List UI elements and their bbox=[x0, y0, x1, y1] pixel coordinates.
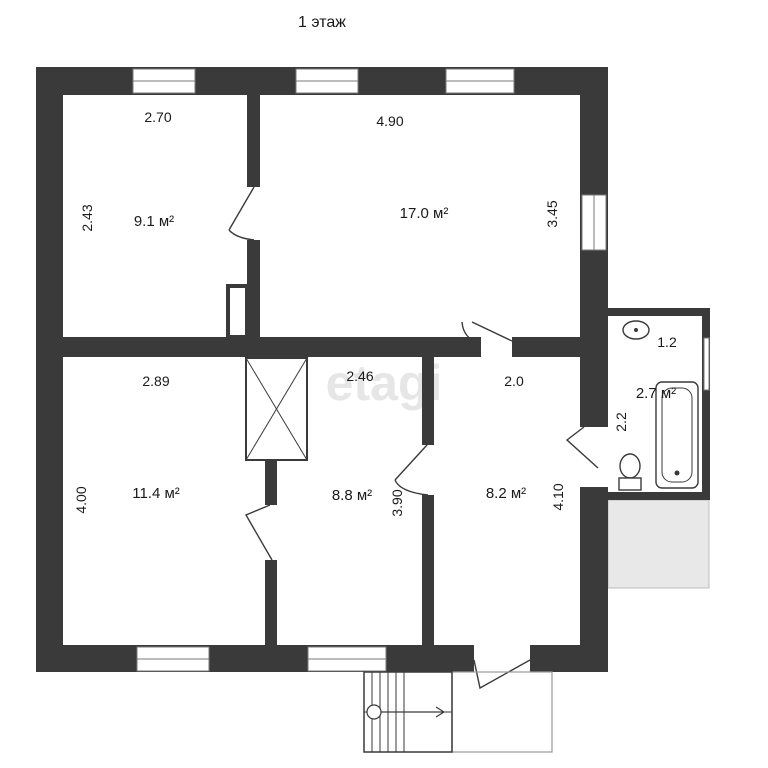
room-width-label: 2.46 bbox=[346, 368, 373, 384]
room-top-right: 4.90 3.45 17.0 м² bbox=[376, 113, 560, 228]
ventilation-shaft bbox=[245, 357, 308, 461]
room-area-label: 8.8 м² bbox=[332, 487, 372, 504]
room-hall: 2.0 4.10 8.2 м² bbox=[486, 373, 566, 511]
room-width-label: 4.90 bbox=[376, 113, 403, 129]
room-area-label: 8.2 м² bbox=[486, 485, 526, 502]
room-width-label: 2.0 bbox=[504, 373, 524, 389]
room-width-label: 1.2 bbox=[657, 334, 677, 350]
room-area-label: 9.1 м² bbox=[134, 213, 174, 230]
porch-area bbox=[607, 499, 710, 589]
room-top-left: 2.70 2.43 9.1 м² bbox=[79, 109, 174, 232]
outer-walls bbox=[36, 67, 608, 672]
interior-walls bbox=[36, 95, 608, 650]
room-height-label: 2.2 bbox=[613, 412, 629, 432]
floor-title: 1 этаж bbox=[298, 14, 346, 31]
toilet-icon bbox=[619, 453, 641, 479]
room-width-label: 2.89 bbox=[142, 373, 169, 389]
entrance-porch bbox=[363, 671, 553, 753]
room-height-label: 3.45 bbox=[544, 200, 560, 227]
room-area-label: 11.4 м² bbox=[132, 485, 180, 502]
room-bathroom: 1.2 2.2 2.7 м² bbox=[613, 334, 677, 432]
room-width-label: 2.70 bbox=[144, 109, 171, 125]
windows bbox=[132, 68, 710, 672]
room-height-label: 4.10 bbox=[550, 483, 566, 510]
room-height-label: 2.43 bbox=[79, 204, 95, 231]
closet bbox=[226, 284, 249, 339]
room-area-label: 17.0 м² bbox=[400, 205, 449, 222]
room-area-label: 2.7 м² bbox=[636, 385, 676, 402]
bathroom-fixtures bbox=[618, 320, 699, 491]
room-bottom-left: 2.89 4.00 11.4 м² bbox=[73, 373, 180, 514]
bathroom-walls bbox=[604, 308, 710, 500]
doors bbox=[228, 186, 599, 690]
room-bottom-mid: 2.46 3.90 8.8 м² bbox=[332, 368, 405, 517]
room-height-label: 3.90 bbox=[389, 489, 405, 516]
room-height-label: 4.00 bbox=[73, 486, 89, 513]
